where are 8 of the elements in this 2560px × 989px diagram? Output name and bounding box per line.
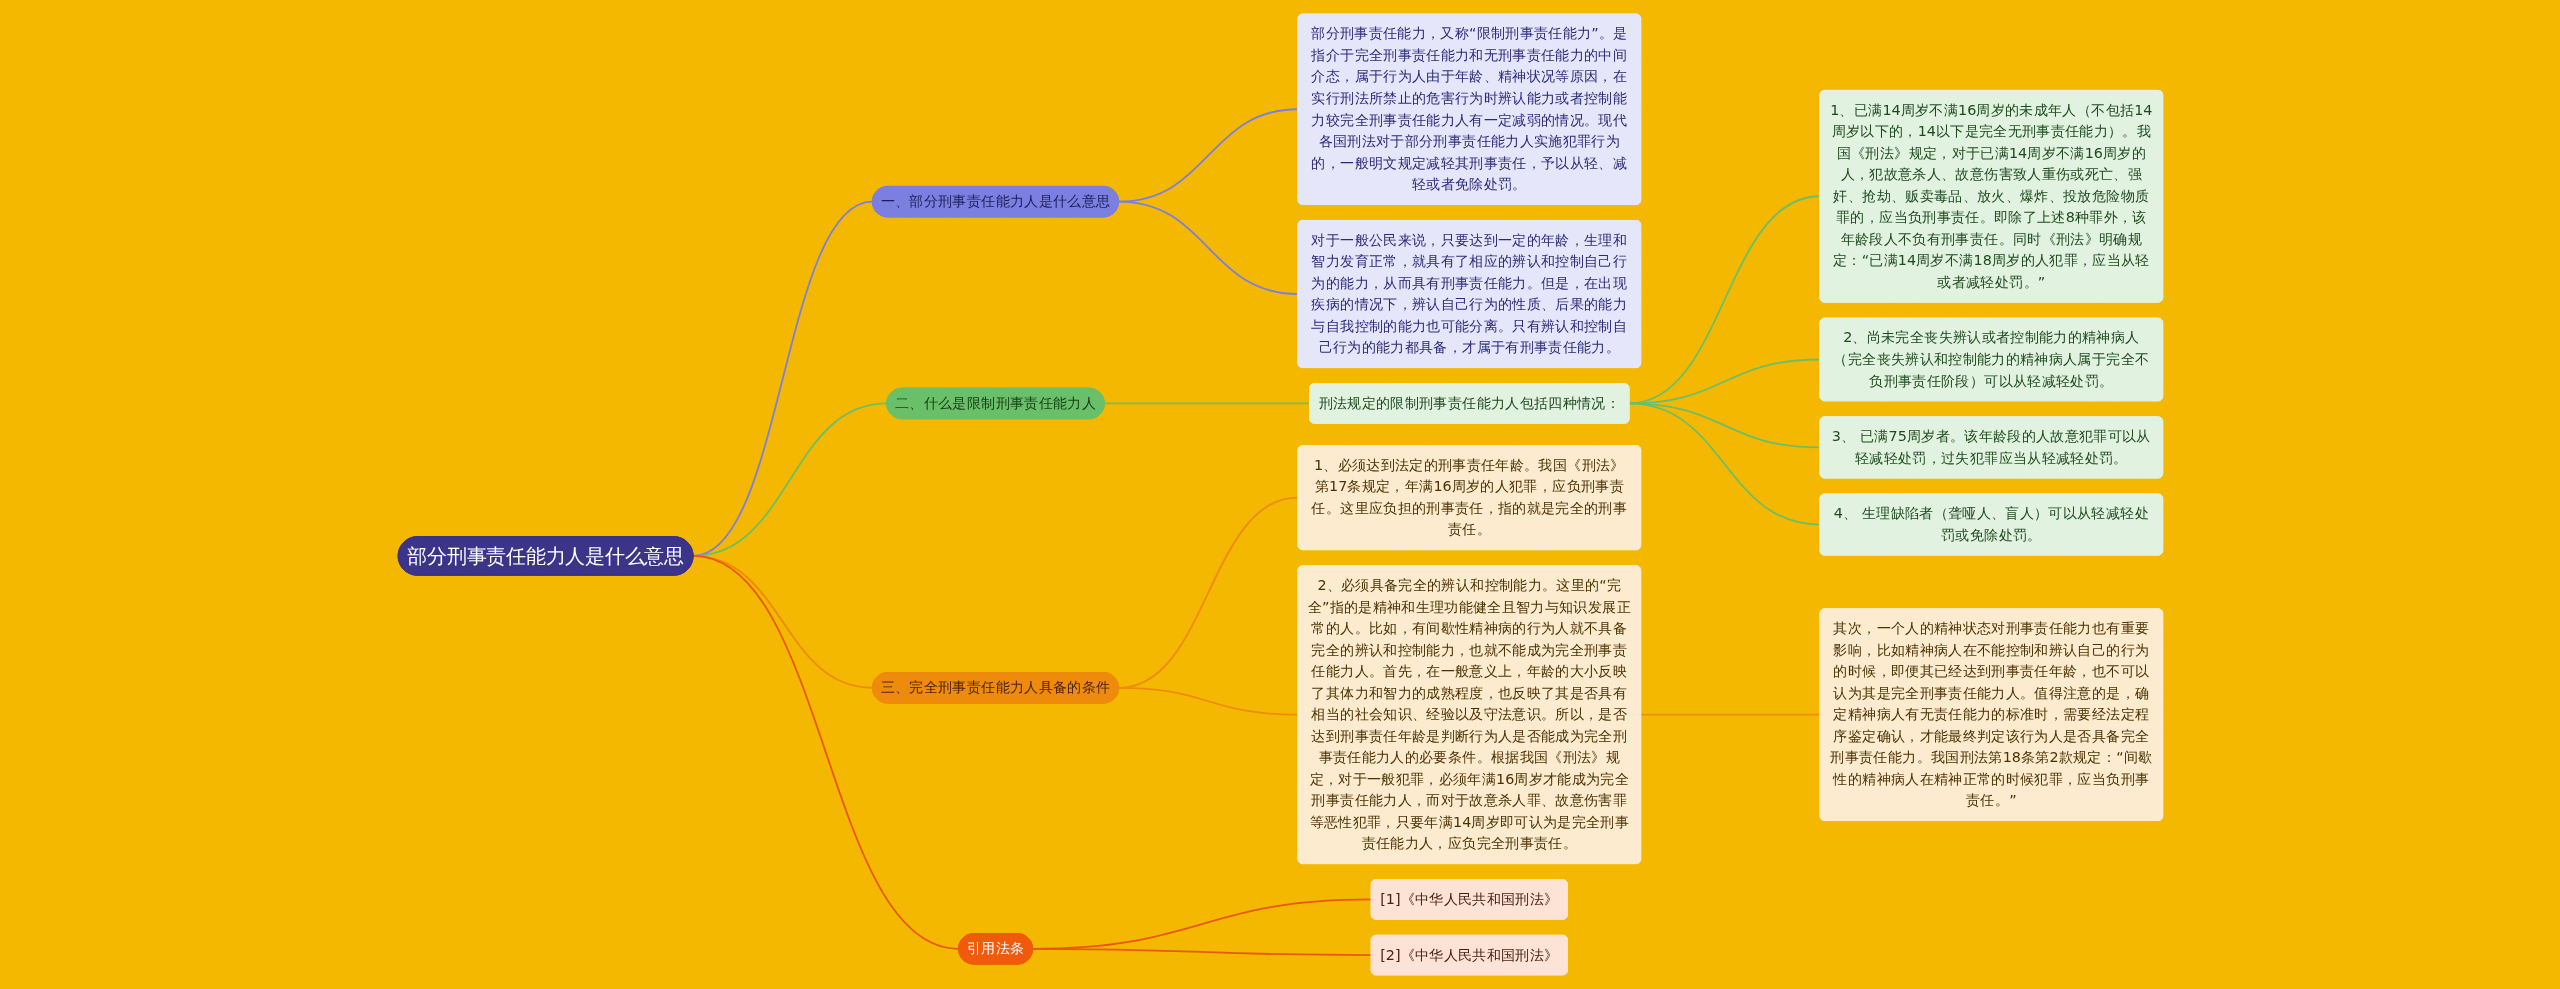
connector: [1117, 686, 1299, 716]
connector: [691, 555, 959, 950]
connector: [1031, 947, 1372, 956]
connector: [1639, 713, 1821, 716]
connector: [1627, 195, 1821, 405]
connector: [1627, 402, 1821, 526]
connector: [1117, 200, 1299, 295]
connector: [1102, 402, 1311, 405]
